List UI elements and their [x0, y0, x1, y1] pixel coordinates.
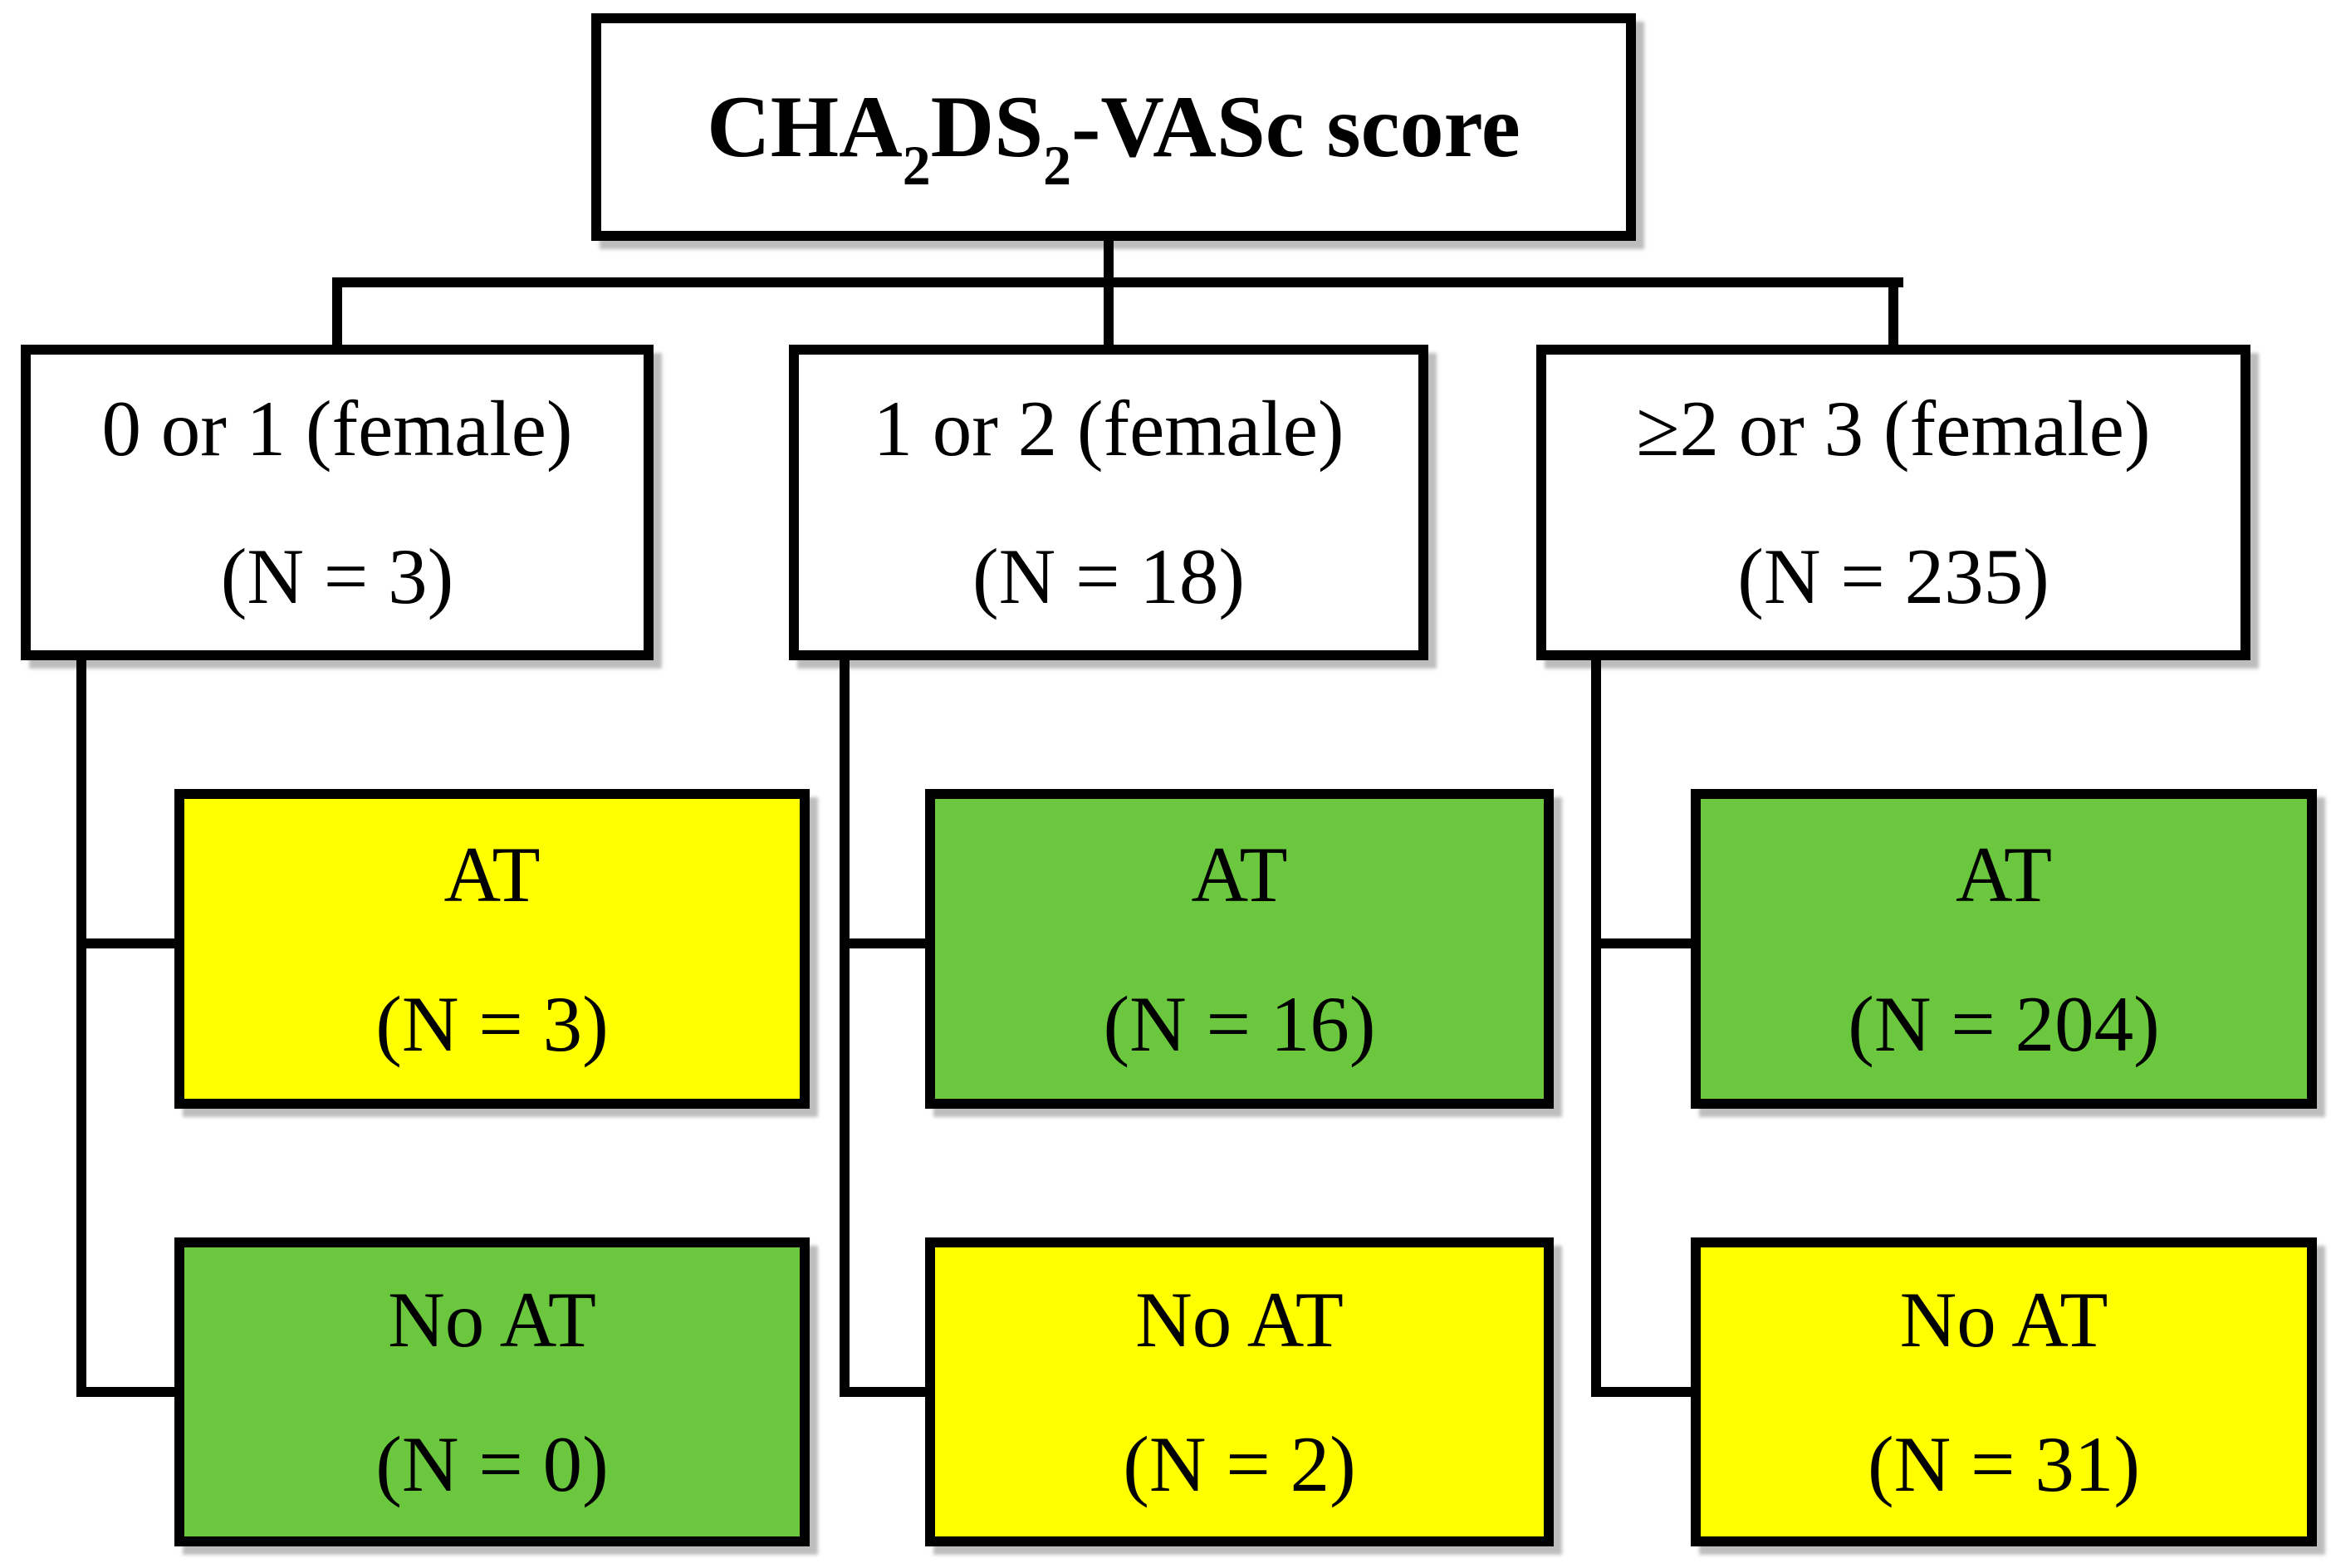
branch-node-score-ge2-or-3: ≥2 or 3 (female) (N = 235)	[1536, 345, 2250, 660]
connector-elbow-noat-col2	[840, 1387, 925, 1397]
leaf-node-at-col1: AT (N = 3)	[174, 789, 810, 1109]
leaf-node-at-col2: AT (N = 16)	[925, 789, 1554, 1109]
leaf-n-label: (N = 16)	[1103, 979, 1376, 1068]
leaf-treatment-label: AT	[1955, 830, 2053, 919]
root-title-subscript: 2	[1043, 135, 1072, 198]
leaf-n-label: (N = 3)	[375, 979, 609, 1068]
connector-elbow-noat-col1	[76, 1387, 174, 1397]
root-title: CHA2DS2-VASc score	[707, 76, 1521, 194]
connector-stem-col1	[332, 277, 342, 350]
leaf-treatment-label: AT	[443, 830, 541, 919]
root-title-subscript: 2	[902, 135, 931, 198]
connector-distribution-line	[332, 277, 1903, 287]
connector-vertical-col3	[1591, 659, 1601, 1397]
connector-stem-col3	[1888, 277, 1898, 350]
connector-root-stem	[1104, 239, 1114, 282]
leaf-node-at-col3: AT (N = 204)	[1691, 789, 2317, 1109]
connector-elbow-noat-col3	[1591, 1387, 1691, 1397]
connector-elbow-at-col2	[840, 938, 925, 948]
branch-score-label: 1 or 2 (female)	[873, 385, 1344, 473]
leaf-node-noat-col2: No AT (N = 2)	[925, 1237, 1554, 1546]
leaf-treatment-label: No AT	[388, 1276, 596, 1364]
leaf-treatment-label: AT	[1191, 830, 1288, 919]
branch-n-label: (N = 18)	[972, 532, 1245, 620]
leaf-n-label: (N = 204)	[1848, 979, 2160, 1068]
leaf-n-label: (N = 0)	[375, 1420, 609, 1508]
connector-elbow-at-col3	[1591, 938, 1691, 948]
root-title-part: DS	[930, 78, 1044, 175]
root-title-part: -VASc score	[1071, 78, 1521, 175]
root-title-part: CHA	[707, 78, 903, 175]
leaf-node-noat-col3: No AT (N = 31)	[1691, 1237, 2317, 1546]
branch-node-score-1-or-2: 1 or 2 (female) (N = 18)	[789, 345, 1428, 660]
branch-score-label: 0 or 1 (female)	[101, 385, 573, 473]
root-node-cha2ds2-vasc-score: CHA2DS2-VASc score	[591, 13, 1636, 241]
branch-score-label: ≥2 or 3 (female)	[1636, 385, 2151, 473]
branch-n-label: (N = 3)	[220, 532, 454, 620]
connector-stem-col2	[1104, 277, 1114, 350]
leaf-n-label: (N = 2)	[1123, 1420, 1356, 1508]
leaf-n-label: (N = 31)	[1868, 1420, 2140, 1508]
leaf-treatment-label: No AT	[1899, 1276, 2108, 1364]
leaf-treatment-label: No AT	[1135, 1276, 1344, 1364]
connector-vertical-col2	[840, 659, 850, 1397]
branch-node-score-0-or-1: 0 or 1 (female) (N = 3)	[21, 345, 654, 660]
branch-n-label: (N = 235)	[1737, 532, 2049, 620]
connector-vertical-col1	[76, 659, 86, 1397]
connector-elbow-at-col1	[76, 938, 174, 948]
leaf-node-noat-col1: No AT (N = 0)	[174, 1237, 810, 1546]
